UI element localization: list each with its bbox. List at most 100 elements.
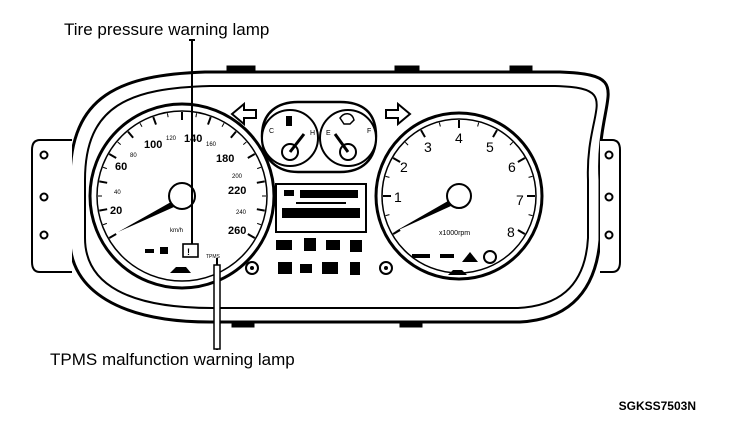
temp-hot-label: H bbox=[310, 130, 315, 137]
gauge-tick bbox=[207, 116, 212, 125]
mounting-tab-left bbox=[31, 139, 72, 273]
headlamp-icon bbox=[300, 264, 312, 273]
top-clip bbox=[394, 65, 420, 74]
tire-pressure-callout: Tire pressure warning lamp bbox=[64, 20, 270, 39]
car-icon bbox=[448, 270, 467, 275]
speed-tick-20: 20 bbox=[110, 205, 122, 217]
trip-segment bbox=[282, 208, 360, 218]
gauge-tick bbox=[247, 233, 256, 239]
gauge-tick bbox=[404, 141, 409, 146]
speed-tick-140: 140 bbox=[184, 133, 202, 145]
gauge-tick bbox=[195, 113, 198, 118]
gauge-tick bbox=[152, 116, 157, 125]
bottom-clip bbox=[399, 320, 423, 328]
speed-tick-220: 220 bbox=[228, 185, 246, 197]
cruise-lamp-icon bbox=[412, 254, 430, 258]
speed-tick-180: 180 bbox=[216, 153, 234, 165]
speed-tick-200: 200 bbox=[232, 174, 243, 180]
set-lamp-icon bbox=[440, 254, 454, 258]
speedometer: 20 40 60 80 100 120 140 160 180 200 220 … bbox=[88, 102, 276, 290]
shift-up-icon bbox=[462, 252, 478, 262]
gauge-tick bbox=[528, 214, 533, 217]
tachometer-tick-marks bbox=[383, 120, 535, 235]
gauge-tick bbox=[385, 214, 390, 217]
gauge-tick bbox=[230, 131, 237, 139]
gauge-tick bbox=[117, 141, 122, 145]
callout-leaders bbox=[189, 39, 221, 350]
mounting-tab-right bbox=[600, 139, 621, 273]
gauge-tick bbox=[139, 123, 143, 127]
speedometer-needle bbox=[118, 202, 174, 232]
gauge-tick bbox=[438, 122, 441, 127]
gauge-tick bbox=[517, 229, 526, 235]
gauge-tick bbox=[256, 208, 265, 212]
oil-warning-icon bbox=[304, 238, 316, 251]
gauge-tick bbox=[528, 175, 533, 178]
battery-warning-icon bbox=[276, 240, 292, 250]
gauge-tick bbox=[257, 166, 262, 170]
gauge-tick bbox=[420, 129, 426, 138]
rpm-unit: x1000rpm bbox=[439, 230, 470, 237]
gauge-tick bbox=[102, 222, 107, 226]
gauge-tick bbox=[99, 180, 108, 184]
gauge-tick bbox=[102, 166, 107, 170]
rpm-tick-6: 6 bbox=[508, 159, 516, 175]
speed-tick-160: 160 bbox=[206, 142, 217, 148]
tire-pressure-lamp-icon bbox=[182, 243, 199, 258]
gauge-tick bbox=[392, 157, 401, 163]
center-gauges: C H E F bbox=[260, 100, 378, 174]
figure-code: SGKSS7503N bbox=[618, 399, 696, 413]
speedometer-hub bbox=[168, 182, 196, 210]
fuel-needle bbox=[333, 133, 350, 153]
speed-tick-240: 240 bbox=[236, 210, 247, 216]
rpm-tick-1: 1 bbox=[394, 189, 402, 205]
tpms-malfunction-callout: TPMS malfunction warning lamp bbox=[50, 350, 295, 369]
warning-lamp-icon bbox=[145, 249, 154, 253]
tpms-lamp-label: TPMS bbox=[206, 254, 221, 260]
temp-cold-label: C bbox=[269, 128, 274, 135]
gauge-tick bbox=[392, 229, 401, 235]
dimmer-knob-center bbox=[384, 266, 388, 270]
door-warning-icon bbox=[278, 262, 292, 274]
airbag-warning-icon bbox=[350, 240, 362, 252]
speed-tick-120: 120 bbox=[166, 136, 177, 142]
speed-tick-60: 60 bbox=[115, 161, 127, 173]
rpm-tick-7: 7 bbox=[516, 192, 524, 208]
speed-tick-100: 100 bbox=[144, 139, 162, 151]
housing-inner bbox=[84, 85, 598, 309]
gauge-tick bbox=[166, 113, 169, 118]
brake-warning-icon bbox=[483, 250, 497, 264]
rpm-tick-5: 5 bbox=[486, 139, 494, 155]
gauge-tick bbox=[256, 180, 265, 184]
seatbelt-warning-icon bbox=[326, 240, 340, 250]
gauge-tick bbox=[221, 123, 225, 127]
gauge-tick bbox=[509, 141, 514, 146]
fuel-full-label: F bbox=[367, 128, 371, 135]
tpms-leader-bar bbox=[213, 264, 221, 350]
odometer-segment bbox=[284, 190, 294, 196]
top-clip bbox=[226, 65, 256, 74]
gauge-tick bbox=[385, 175, 390, 178]
temperature-gauge bbox=[261, 109, 319, 167]
tachometer-needle bbox=[394, 201, 451, 232]
gauge-tick bbox=[247, 153, 256, 159]
gauge-tick bbox=[127, 131, 134, 139]
gauge-tick bbox=[517, 157, 526, 163]
right-turn-arrow-icon bbox=[385, 101, 412, 127]
speed-tick-40: 40 bbox=[114, 190, 121, 196]
rpm-tick-3: 3 bbox=[424, 139, 432, 155]
gauge-tick bbox=[257, 222, 262, 226]
temperature-needle bbox=[288, 133, 306, 153]
rpm-tick-2: 2 bbox=[400, 159, 408, 175]
tire-pressure-lamp-glyph: ! bbox=[187, 247, 190, 257]
engine-check-icon bbox=[322, 262, 338, 274]
speed-tick-80: 80 bbox=[130, 153, 137, 159]
warning-lamp-grid bbox=[276, 238, 362, 275]
speed-unit: km/h bbox=[170, 228, 183, 234]
tachometer: 1 2 3 4 5 6 7 8 x1000rpm bbox=[374, 111, 544, 281]
fuel-pump-icon bbox=[339, 113, 355, 125]
gauge-tick bbox=[108, 233, 117, 239]
top-clip bbox=[509, 65, 533, 74]
speedometer-tick-marks bbox=[98, 112, 266, 239]
